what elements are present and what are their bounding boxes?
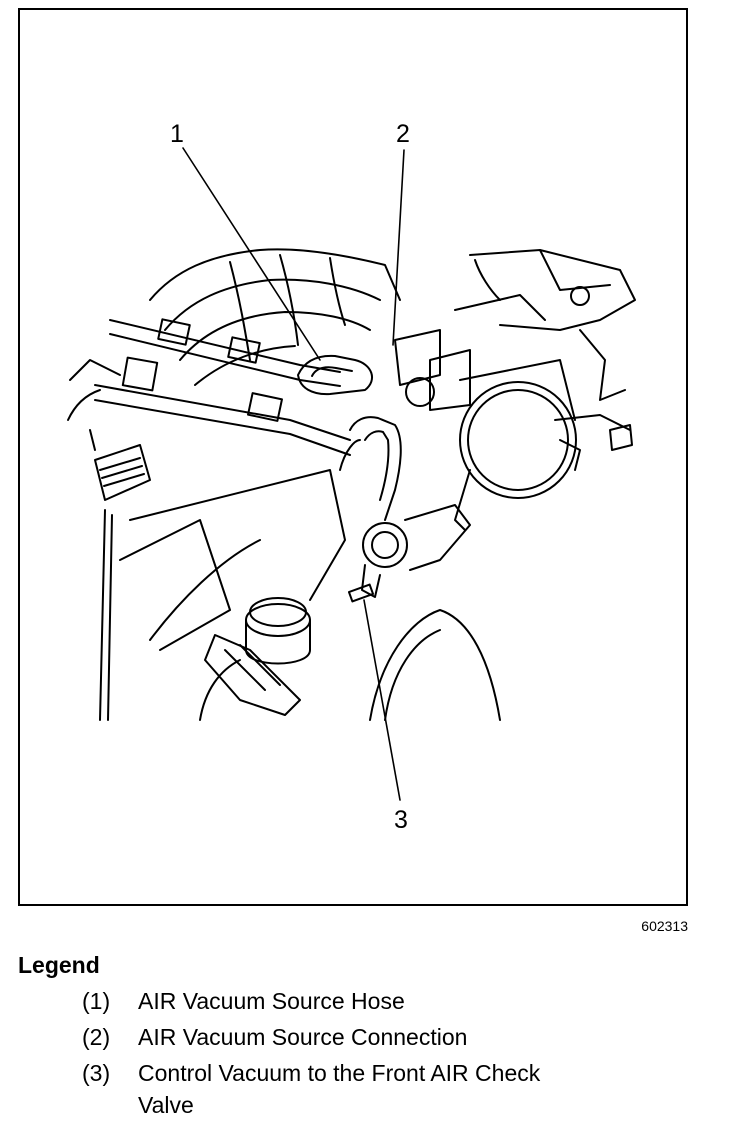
legend-list: (1) AIR Vacuum Source Hose (2) AIR Vacuu… [82,985,578,1125]
leader-lines [182,147,405,801]
right-components [454,414,633,531]
legend-item-number: (1) [82,988,111,1014]
legend-item: (3) Control Vacuum to the Front AIR Chec… [82,1057,578,1121]
engine-illustration [67,147,636,801]
legend-item: (1) AIR Vacuum Source Hose [82,985,578,1017]
check-valve [347,504,471,603]
left-components [67,359,151,721]
lower-housing [119,469,501,721]
callout-1: 1 [170,120,184,148]
legend-title: Legend [18,952,100,978]
legend-item-text: AIR Vacuum Source Hose [138,988,405,1014]
callout-2: 2 [396,120,410,148]
upper-bracket [454,249,636,401]
figure-id: 602313 [641,918,688,934]
fuel-rail [94,318,351,456]
legend-item-number: (2) [82,1024,111,1050]
legend-item-text: AIR Vacuum Source Connection [138,1024,468,1050]
pulley-assembly [204,597,311,716]
vacuum-source-hose [297,354,374,396]
legend-item: (2) AIR Vacuum Source Connection [82,1021,578,1053]
throttle-body [394,329,577,499]
callout-3: 3 [394,806,408,834]
intake-manifold [149,248,401,386]
figure-frame [18,8,688,906]
legend-item-number: (3) [82,1060,111,1086]
front-hose [339,416,402,521]
legend-item-text: Control Vacuum to the Front AIR Check Va… [138,1060,541,1118]
